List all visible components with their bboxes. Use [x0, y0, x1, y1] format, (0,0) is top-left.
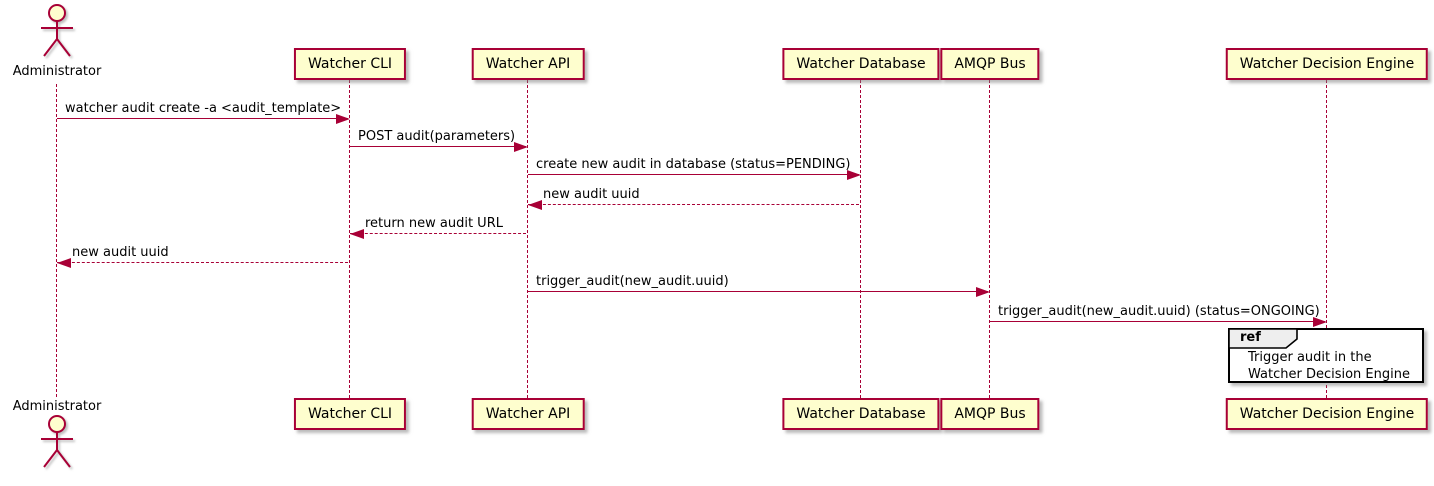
ref-text-line-2: Watcher Decision Engine — [1248, 367, 1410, 382]
message-line-1 — [57, 118, 348, 119]
participant-box-watcher-cli-top: Watcher CLI — [293, 48, 407, 80]
participant-box-watcher-database-bottom: Watcher Database — [782, 398, 940, 430]
participant-box-amqp-bus-top: AMQP Bus — [940, 48, 1040, 80]
participant-box-watcher-decision-engine-top: Watcher Decision Engine — [1225, 48, 1429, 80]
message-arrowhead-5-icon — [350, 229, 364, 239]
message-line-3 — [528, 174, 859, 175]
message-line-5 — [350, 233, 526, 234]
ref-header-shape — [1228, 328, 1298, 353]
ref-text-line-1: Trigger audit in the — [1248, 350, 1372, 365]
message-arrowhead-8-icon — [1313, 317, 1327, 327]
lifeline-watcher-database — [860, 80, 861, 398]
actor-figure-administrator-top-icon — [37, 3, 77, 63]
ref-pentagon-icon — [1228, 328, 1298, 349]
participant-box-watcher-api-bottom: Watcher API — [471, 398, 585, 430]
message-arrowhead-7-icon — [976, 287, 990, 297]
ref-keyword: ref — [1240, 330, 1261, 345]
message-label-8: trigger_audit(new_audit.uuid) (status=ON… — [998, 304, 1320, 319]
participant-box-watcher-decision-engine-bottom: Watcher Decision Engine — [1225, 398, 1429, 430]
message-arrowhead-2-icon — [514, 142, 528, 152]
message-line-7 — [528, 291, 988, 292]
actor-label-administrator-bottom: Administrator — [12, 399, 102, 414]
lifeline-watcher-api — [527, 80, 528, 398]
participant-box-watcher-database-top: Watcher Database — [782, 48, 940, 80]
actor-label-administrator-top: Administrator — [12, 64, 102, 79]
lifeline-watcher-cli — [349, 80, 350, 398]
message-label-1: watcher audit create -a <audit_template> — [65, 101, 342, 116]
message-arrowhead-1-icon — [336, 114, 350, 124]
message-arrowhead-6-icon — [57, 258, 71, 268]
stick-figure-icon — [41, 4, 73, 57]
message-label-5: return new audit URL — [365, 216, 503, 231]
lifeline-amqp-bus — [989, 80, 990, 398]
message-label-4: new audit uuid — [543, 187, 640, 202]
message-line-4 — [528, 204, 859, 205]
message-label-3: create new audit in database (status=PEN… — [536, 157, 851, 172]
message-label-2: POST audit(parameters) — [358, 129, 516, 144]
stick-figure-icon — [41, 415, 73, 468]
participant-box-watcher-api-top: Watcher API — [471, 48, 585, 80]
actor-figure-administrator-bottom-icon — [37, 414, 77, 474]
message-label-7: trigger_audit(new_audit.uuid) — [536, 274, 729, 289]
message-label-6: new audit uuid — [72, 245, 169, 260]
lifeline-administrator — [56, 84, 57, 397]
participant-box-watcher-cli-bottom: Watcher CLI — [293, 398, 407, 430]
message-line-6 — [57, 262, 348, 263]
message-line-8 — [990, 321, 1325, 322]
lifeline-watcher-decision-engine — [1326, 80, 1327, 398]
message-arrowhead-3-icon — [847, 170, 861, 180]
participant-box-amqp-bus-bottom: AMQP Bus — [940, 398, 1040, 430]
message-arrowhead-4-icon — [528, 200, 542, 210]
message-line-2 — [350, 146, 526, 147]
